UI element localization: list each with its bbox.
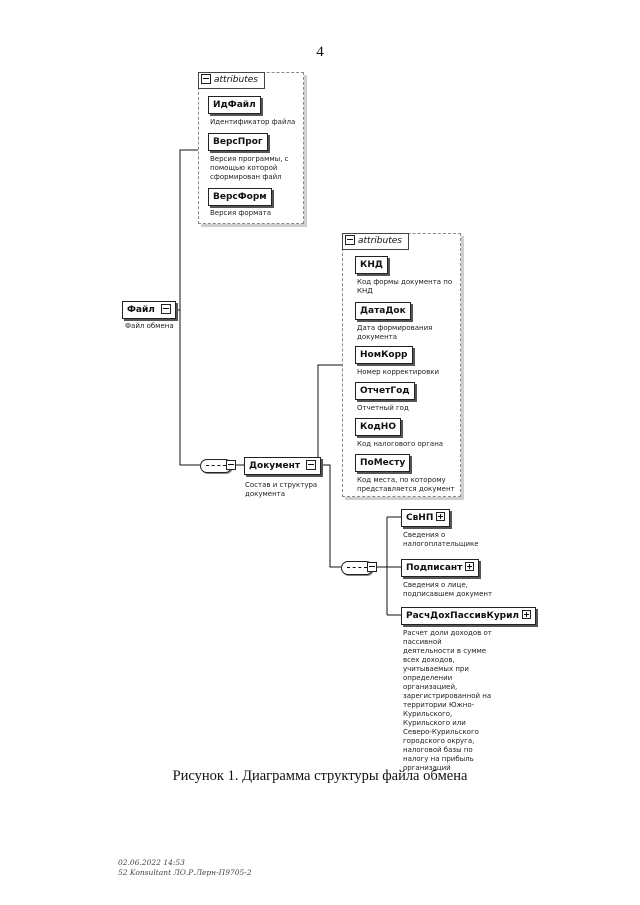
attr-pomestu-box[interactable]: ПоМесту [355,454,411,472]
attr-datadok-box[interactable]: ДатаДок [355,302,411,320]
attr-idfile-box[interactable]: ИдФайл [208,96,261,114]
sequence-compositor-icon[interactable] [200,459,232,473]
root-attributes-header[interactable]: attributes [198,72,265,89]
child-raschdoh-name: РасчДохПассивКурил [406,611,520,621]
collapse-icon[interactable] [306,459,317,470]
attr-versform-desc: Версия формата [210,209,272,217]
expand-icon[interactable] [465,562,475,571]
attr-versprog-desc: Версия программы, с помощью которой сфор… [210,155,289,181]
document-element-box[interactable]: Документ [244,457,322,475]
child-podpisant-desc: Сведения о лице, подписавшем документ [403,581,493,598]
root-element-desc: Файл обмена [125,322,174,330]
attr-kodno-box[interactable]: КодНО [355,418,401,436]
root-element-name: Файл [127,305,155,315]
attr-otchetgod-box[interactable]: ОтчетГод [355,382,415,400]
attr-versform-box[interactable]: ВерсФорм [208,188,272,206]
document-attributes-label: attributes [358,236,402,246]
attr-nomkorr-box[interactable]: НомКорр [355,346,413,364]
child-svnp-name: СвНП [406,513,434,523]
attr-datadok-desc: Дата формирования документа [357,324,433,341]
figure-caption: Рисунок 1. Диаграмма структуры файла обм… [172,768,468,784]
sequence-compositor-icon[interactable] [341,561,373,575]
attr-otchetgod-desc: Отчетный год [357,404,409,412]
root-element-box[interactable]: Файл [122,301,176,319]
child-svnp-desc: Сведения о налогоплательщике [403,531,479,548]
attr-nomkorr-desc: Номер корректировки [357,368,439,376]
document-attributes-group: attributes [342,233,461,497]
collapse-icon[interactable] [226,460,236,470]
expand-icon[interactable] [436,512,446,521]
child-svnp-box[interactable]: СвНП [401,509,451,527]
collapse-icon[interactable] [160,303,171,314]
page-number: 4 [316,44,324,60]
stamp-line-1: 02.06.2022 14:53 [118,858,185,867]
attr-pomestu-desc: Код места, по которому представляется до… [357,476,455,493]
attr-versprog-box[interactable]: ВерсПрог [208,133,268,151]
expand-icon[interactable] [522,610,532,619]
document-element-desc: Состав и структура документа [245,481,318,498]
root-attributes-label: attributes [214,75,258,85]
child-raschdoh-box[interactable]: РасчДохПассивКурил [401,607,537,625]
document-attributes-header[interactable]: attributes [342,233,409,250]
attr-knd-box[interactable]: КНД [355,256,388,274]
stamp-line-2: 52 Konsultant ЛО.Р.Лерн-П9705-2 [118,868,252,877]
collapse-icon[interactable] [367,562,377,572]
document-element-name: Документ [249,461,301,471]
attr-knd-desc: Код формы документа по КНД [357,278,453,295]
child-podpisant-name: Подписант [406,563,463,573]
attr-kodno-desc: Код налогового органа [357,440,444,448]
child-podpisant-box[interactable]: Подписант [401,559,480,577]
child-raschdoh-desc: Расчет доли доходов от пассивной деятель… [403,629,492,772]
collapse-icon[interactable] [201,73,211,84]
attr-idfile-desc: Идентификатор файла [210,118,296,126]
collapse-icon[interactable] [345,234,355,245]
